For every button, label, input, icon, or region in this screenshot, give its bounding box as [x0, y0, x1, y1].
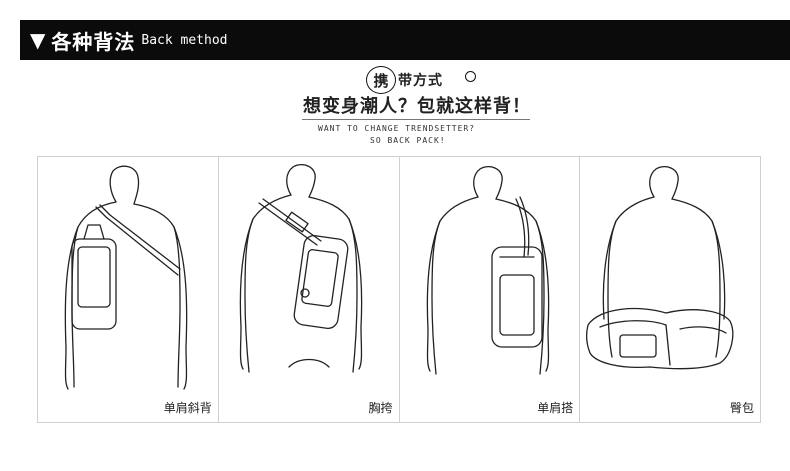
panel-hip-pack: 臀包 — [580, 157, 760, 422]
header-title-cn: 各种背法 — [51, 29, 136, 54]
panel-chest-carry: 胸挎 — [219, 157, 400, 422]
header-bar: ▼ 各种背法 Back method — [20, 20, 790, 60]
hip-pack-illustration-icon — [586, 166, 734, 370]
english-line-2: SO BACK PACK! — [370, 136, 446, 145]
chest-carry-illustration-icon — [239, 164, 363, 373]
ring-decoration-icon — [465, 71, 476, 82]
single-shoulder-cross-body-illustration-icon — [64, 165, 188, 390]
carry-circle-char: 携 — [366, 66, 396, 94]
divider-line — [302, 119, 530, 120]
single-shoulder-illustration-icon — [426, 166, 549, 375]
panel-label: 胸挎 — [368, 401, 393, 415]
header-title-en: Back method — [141, 32, 228, 48]
illustration-panels: 单肩斜背 胸挎 — [37, 156, 761, 423]
panel-label: 单肩搭 — [537, 401, 574, 415]
carry-method-section: 携 带方式 想变身潮人？包就这样背！ WANT TO CHANGE TRENDS… — [0, 64, 790, 154]
panel-single-shoulder-cross: 单肩斜背 — [38, 157, 219, 422]
carry-title-rest: 带方式 — [398, 73, 443, 89]
slogan-text: 想变身潮人？包就这样背！ — [303, 96, 531, 117]
panel-single-shoulder: 单肩搭 — [400, 157, 581, 422]
panel-label: 臀包 — [729, 401, 754, 415]
english-line-1: WANT TO CHANGE TRENDSETTER? — [318, 124, 476, 133]
triangle-down-icon: ▼ — [30, 28, 46, 52]
panel-label: 单肩斜背 — [163, 401, 212, 415]
